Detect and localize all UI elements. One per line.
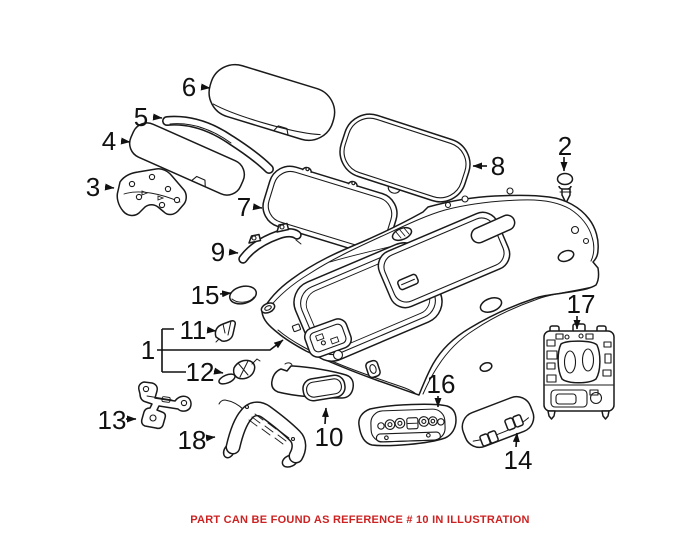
part-grab-handle-trim [218, 399, 307, 468]
callout-6: 6 [182, 72, 211, 102]
callout-11: 11 [180, 315, 217, 345]
callout-16: 16 [427, 369, 456, 408]
callout-14: 14 [504, 432, 533, 475]
callout-7: 7 [237, 192, 263, 222]
callout-9-label: 9 [211, 237, 225, 267]
callout-18-label: 18 [178, 425, 207, 455]
part-guide-strip [162, 115, 274, 174]
callout-3: 3 [86, 172, 115, 202]
callout-2: 2 [558, 131, 572, 172]
callout-1-label: 1 [141, 335, 155, 365]
part-retainer-clip-lower [218, 358, 261, 385]
callout-12: 12 [186, 357, 224, 387]
part-push-pin-clip [556, 172, 574, 204]
part-sunroof-glass-panel [339, 113, 471, 203]
callout-10: 10 [315, 407, 344, 452]
part-sun-visor [271, 362, 354, 402]
callout-2-label: 2 [558, 131, 572, 161]
callout-13-label: 13 [98, 405, 127, 435]
part-small-visor-panel [461, 395, 535, 449]
part-headliner-panel [260, 187, 600, 396]
callout-12-label: 12 [186, 357, 215, 387]
callout-17: 17 [567, 289, 596, 330]
callout-15-label: 15 [191, 280, 220, 310]
callout-10-label: 10 [315, 422, 344, 452]
callout-4-label: 4 [102, 126, 116, 156]
callout-6-label: 6 [182, 72, 196, 102]
callout-5: 5 [134, 102, 163, 132]
part-overhead-console-switch-panel [358, 403, 457, 447]
callout-14-label: 14 [504, 445, 533, 475]
part-cover-cap [228, 285, 258, 305]
reference-note: PART CAN BE FOUND AS REFERENCE # 10 IN I… [190, 514, 530, 526]
callout-17-label: 17 [567, 289, 596, 319]
callout-16-label: 16 [427, 369, 456, 399]
part-mounting-bracket-front [116, 168, 187, 217]
callout-9: 9 [211, 237, 239, 267]
callout-1: 1 [141, 328, 284, 373]
callout-18: 18 [178, 425, 216, 455]
callout-13: 13 [98, 405, 137, 435]
callout-5-label: 5 [134, 102, 148, 132]
callout-15: 15 [191, 280, 232, 310]
part-overhead-console-frame [543, 323, 615, 420]
callout-8: 8 [472, 151, 505, 181]
part-retainer-clip-upper [214, 320, 236, 343]
callout-3-label: 3 [86, 172, 100, 202]
callout-7-label: 7 [237, 192, 251, 222]
part-curved-bracket [238, 222, 302, 264]
callout-11-label: 11 [180, 315, 207, 345]
part-mounting-bracket-lower [138, 381, 192, 430]
callout-4: 4 [102, 126, 131, 156]
part-sunshade-panel-large [208, 63, 336, 142]
callout-8-label: 8 [491, 151, 505, 181]
part-sunshade-panel [128, 122, 246, 196]
